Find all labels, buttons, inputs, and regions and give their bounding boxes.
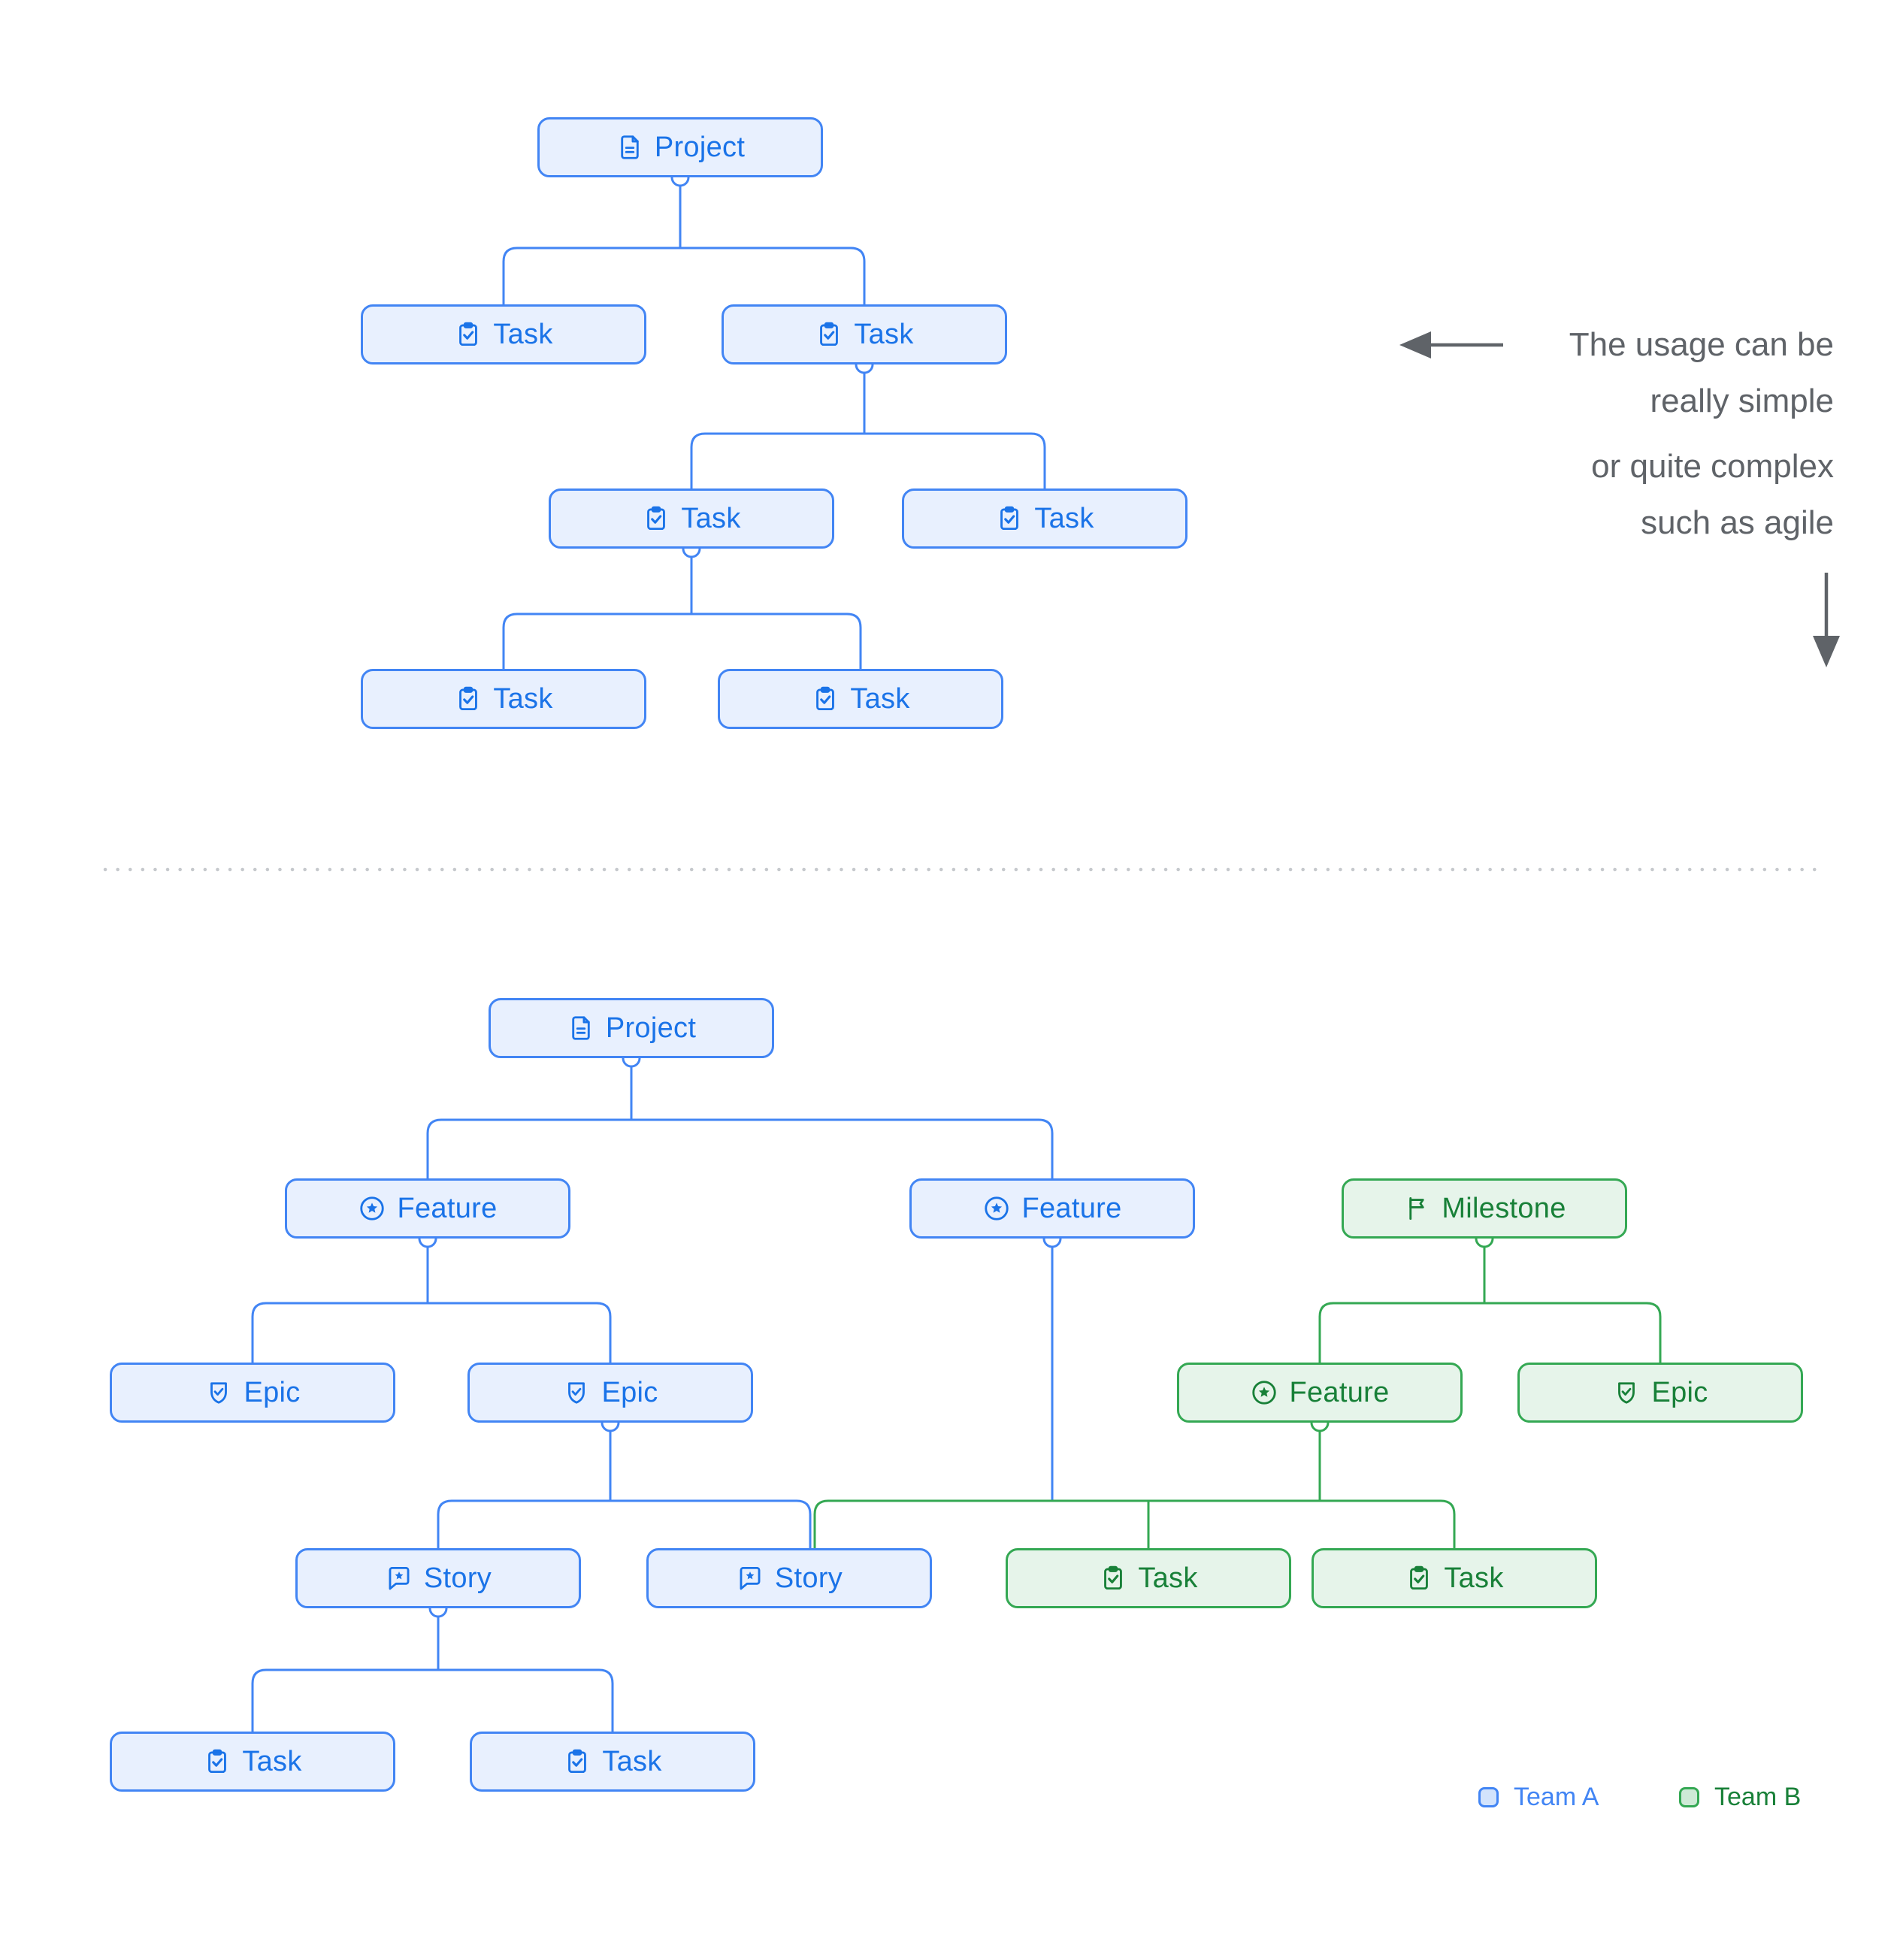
node-label: Epic — [601, 1376, 658, 1408]
simple-node-task-2: Task — [722, 304, 1007, 364]
complex-node-project: Project — [489, 998, 774, 1058]
complex-node-task-b1: Task — [1006, 1548, 1291, 1608]
task-icon — [454, 320, 483, 349]
team-a-swatch — [1478, 1787, 1499, 1807]
node-label: Task — [1138, 1562, 1198, 1594]
complex-node-feature-1: Feature — [285, 1178, 570, 1239]
feature-icon — [1250, 1378, 1278, 1407]
feature-icon — [982, 1194, 1011, 1223]
node-label: Epic — [1651, 1376, 1708, 1408]
annotation-line: or quite complex — [1591, 448, 1834, 485]
legend-team-b: Team B — [1679, 1783, 1801, 1812]
node-label: Feature — [1021, 1192, 1122, 1224]
epic-icon — [562, 1378, 591, 1407]
task-icon — [563, 1747, 591, 1776]
document-icon — [567, 1014, 595, 1042]
complex-node-story-2: Story — [646, 1548, 932, 1608]
simple-node-task-5: Task — [361, 669, 646, 729]
annotation-line: The usage can be — [1569, 326, 1834, 363]
node-label: Feature — [397, 1192, 498, 1224]
story-icon — [385, 1564, 413, 1592]
story-icon — [736, 1564, 764, 1592]
complex-node-task-1: Task — [110, 1732, 395, 1792]
complex-node-epic-b: Epic — [1517, 1363, 1803, 1423]
left-arrow-icon — [1399, 331, 1503, 358]
node-label: Feature — [1289, 1376, 1390, 1408]
node-label: Task — [493, 682, 553, 715]
node-label: Task — [681, 502, 741, 534]
annotation-complex: or quite complex such as agile — [1591, 438, 1834, 551]
node-label: Task — [242, 1745, 302, 1777]
milestone-icon — [1402, 1194, 1431, 1223]
feature-icon — [358, 1194, 386, 1223]
node-label: Milestone — [1442, 1192, 1566, 1224]
node-label: Task — [850, 682, 910, 715]
complex-node-task-b2: Task — [1312, 1548, 1597, 1608]
legend-label: Team B — [1714, 1783, 1802, 1811]
annotation-line: such as agile — [1641, 504, 1834, 541]
simple-node-task-6: Task — [718, 669, 1003, 729]
epic-icon — [204, 1378, 233, 1407]
node-label: Project — [654, 131, 746, 163]
complex-node-task-2: Task — [470, 1732, 755, 1792]
node-label: Story — [774, 1562, 843, 1594]
node-label: Task — [602, 1745, 662, 1777]
simple-node-task-1: Task — [361, 304, 646, 364]
complex-node-epic-1: Epic — [110, 1363, 395, 1423]
node-label: Task — [854, 318, 914, 350]
annotation-line: really simple — [1650, 383, 1834, 419]
task-icon — [454, 685, 483, 713]
task-icon — [811, 685, 840, 713]
team-a-connectors — [251, 177, 1054, 1732]
complex-node-story-1: Story — [295, 1548, 581, 1608]
document-icon — [616, 133, 644, 162]
task-icon — [995, 504, 1024, 533]
complex-node-feature-2: Feature — [909, 1178, 1195, 1239]
team-b-swatch — [1679, 1787, 1699, 1807]
simple-node-project: Project — [537, 117, 823, 177]
legend-label: Team A — [1514, 1783, 1599, 1811]
complex-node-epic-2: Epic — [467, 1363, 753, 1423]
down-arrow-icon — [1813, 573, 1840, 667]
node-label: Task — [1444, 1562, 1504, 1594]
node-label: Epic — [244, 1376, 301, 1408]
task-icon — [203, 1747, 231, 1776]
node-label: Story — [423, 1562, 492, 1594]
team-b-connectors — [813, 1239, 1662, 1548]
node-label: Task — [493, 318, 553, 350]
task-icon — [642, 504, 670, 533]
node-label: Task — [1034, 502, 1094, 534]
task-icon — [815, 320, 843, 349]
epic-icon — [1612, 1378, 1641, 1407]
legend-team-a: Team A — [1478, 1783, 1599, 1812]
complex-node-feature-b: Feature — [1177, 1363, 1463, 1423]
simple-node-task-3: Task — [549, 488, 834, 549]
annotation-simple: The usage can be really simple — [1569, 316, 1834, 429]
complex-node-milestone: Milestone — [1342, 1178, 1627, 1239]
node-label: Project — [605, 1012, 697, 1044]
task-icon — [1405, 1564, 1433, 1592]
task-icon — [1099, 1564, 1127, 1592]
simple-node-task-4: Task — [902, 488, 1187, 549]
